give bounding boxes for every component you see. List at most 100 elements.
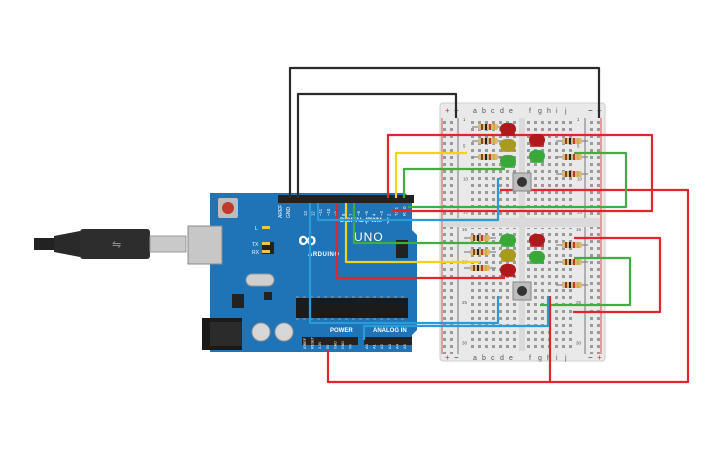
led-red	[500, 264, 516, 277]
capacitor	[251, 322, 271, 342]
digital-pin-label: 4	[371, 213, 376, 216]
resistor	[472, 124, 504, 130]
wire-green-right-bottom	[540, 256, 632, 307]
column-letter: c	[491, 108, 495, 115]
wire-green-right-top	[408, 151, 628, 209]
digital-pin-label: ~3	[379, 210, 384, 216]
row-number: 10	[577, 176, 583, 181]
right-power-rail	[586, 118, 600, 354]
column-letter: j	[564, 355, 567, 362]
wire-blue-bottom	[308, 203, 500, 325]
column-letter: f	[529, 355, 531, 362]
row-number: 5	[577, 143, 580, 148]
led-red	[500, 123, 516, 136]
analog-pin-label: A4	[394, 343, 399, 349]
left-power-rail	[443, 118, 457, 354]
column-letter: i	[556, 355, 558, 362]
led-red	[529, 134, 545, 147]
row-number: 30	[462, 340, 468, 345]
usb-icon: ⇋	[112, 239, 121, 251]
resistor	[464, 265, 496, 271]
led-tx	[262, 242, 270, 245]
regulator	[232, 294, 244, 308]
digital-pin-label: 8	[341, 213, 346, 216]
led-yellow	[500, 139, 516, 152]
rail-plus-label: +	[597, 353, 602, 362]
column-letter: d	[500, 108, 504, 115]
column-letter: e	[509, 355, 513, 362]
row-number: 1	[577, 117, 580, 122]
led-red	[529, 234, 545, 247]
rail-plus-label: +	[445, 353, 450, 362]
resistor	[556, 259, 588, 265]
column-letter: b	[482, 355, 486, 362]
column-letter: d	[500, 355, 504, 362]
column-letter: j	[564, 108, 567, 115]
push-button[interactable]	[512, 172, 532, 192]
wire-blue-top	[316, 178, 500, 222]
power-header	[302, 337, 358, 345]
board-model: UNO	[354, 230, 384, 244]
led-green	[500, 155, 516, 168]
column-letter: b	[482, 108, 486, 115]
power-pin-label: 3.3V	[318, 341, 322, 349]
resistor	[556, 154, 588, 160]
resistor	[472, 154, 504, 160]
wire-yellow-top	[394, 151, 467, 198]
digital-pin-label: ~11	[318, 208, 323, 216]
wire-gnd-left-rail	[288, 66, 601, 198]
analog-pin-label: A3	[387, 343, 392, 349]
usb-cable: ⇋	[34, 229, 187, 259]
power-pin-label: RESET	[311, 336, 315, 349]
aref-label: AREF	[278, 205, 284, 218]
column-letter: e	[509, 108, 513, 115]
led-rx-label: RX	[252, 250, 260, 256]
column-letter: g	[538, 108, 542, 115]
row-number: 25	[576, 300, 582, 305]
row-number: 10	[463, 176, 469, 181]
analog-pin-label: A1	[372, 343, 377, 349]
digital-pin-label: 13	[303, 211, 308, 216]
row-number: 30	[576, 340, 582, 345]
column-letter: h	[547, 108, 551, 115]
led-yellow	[500, 249, 516, 262]
wire-red-right-bottom	[573, 236, 662, 314]
resistor	[556, 171, 588, 177]
wires	[288, 66, 690, 384]
terminal-strip-left-bottom	[471, 228, 517, 351]
column-letter: g	[538, 355, 542, 362]
wire-red-led-bottom	[335, 203, 505, 280]
led-green	[529, 150, 545, 163]
led-green	[529, 251, 545, 264]
wire-blue-a0	[362, 296, 550, 340]
digital-pin-label: ~5	[364, 210, 369, 216]
column-letter: c	[491, 355, 495, 362]
wire-green-bottom	[352, 203, 505, 245]
power-pin-label: GND	[333, 341, 337, 349]
digital-header	[278, 195, 414, 203]
power-label: POWER	[330, 328, 353, 334]
terminal-strip-right-top	[527, 118, 573, 217]
usb-plug	[149, 235, 187, 253]
rail-minus-label: −	[588, 353, 593, 362]
led-green	[500, 234, 516, 247]
led-l-label: L	[255, 226, 258, 232]
push-button[interactable]	[512, 281, 532, 301]
components	[464, 123, 588, 301]
arduino-logo-icon: ∞	[298, 224, 317, 254]
rail-minus-label: −	[588, 106, 593, 115]
arduino-brand: ARDUINO	[308, 252, 340, 258]
rail-minus-label: −	[454, 353, 459, 362]
resistor	[464, 249, 496, 255]
resistor	[556, 242, 588, 248]
row-number: 16	[576, 227, 582, 232]
wire-yellow-bottom	[344, 203, 480, 264]
icsp-header	[396, 240, 408, 258]
analog-label: ANALOG IN	[373, 328, 407, 334]
column-letter: a	[473, 108, 477, 115]
column-letter: i	[556, 108, 558, 115]
power-pin-label: GND	[341, 341, 345, 349]
column-letter: f	[529, 108, 531, 115]
